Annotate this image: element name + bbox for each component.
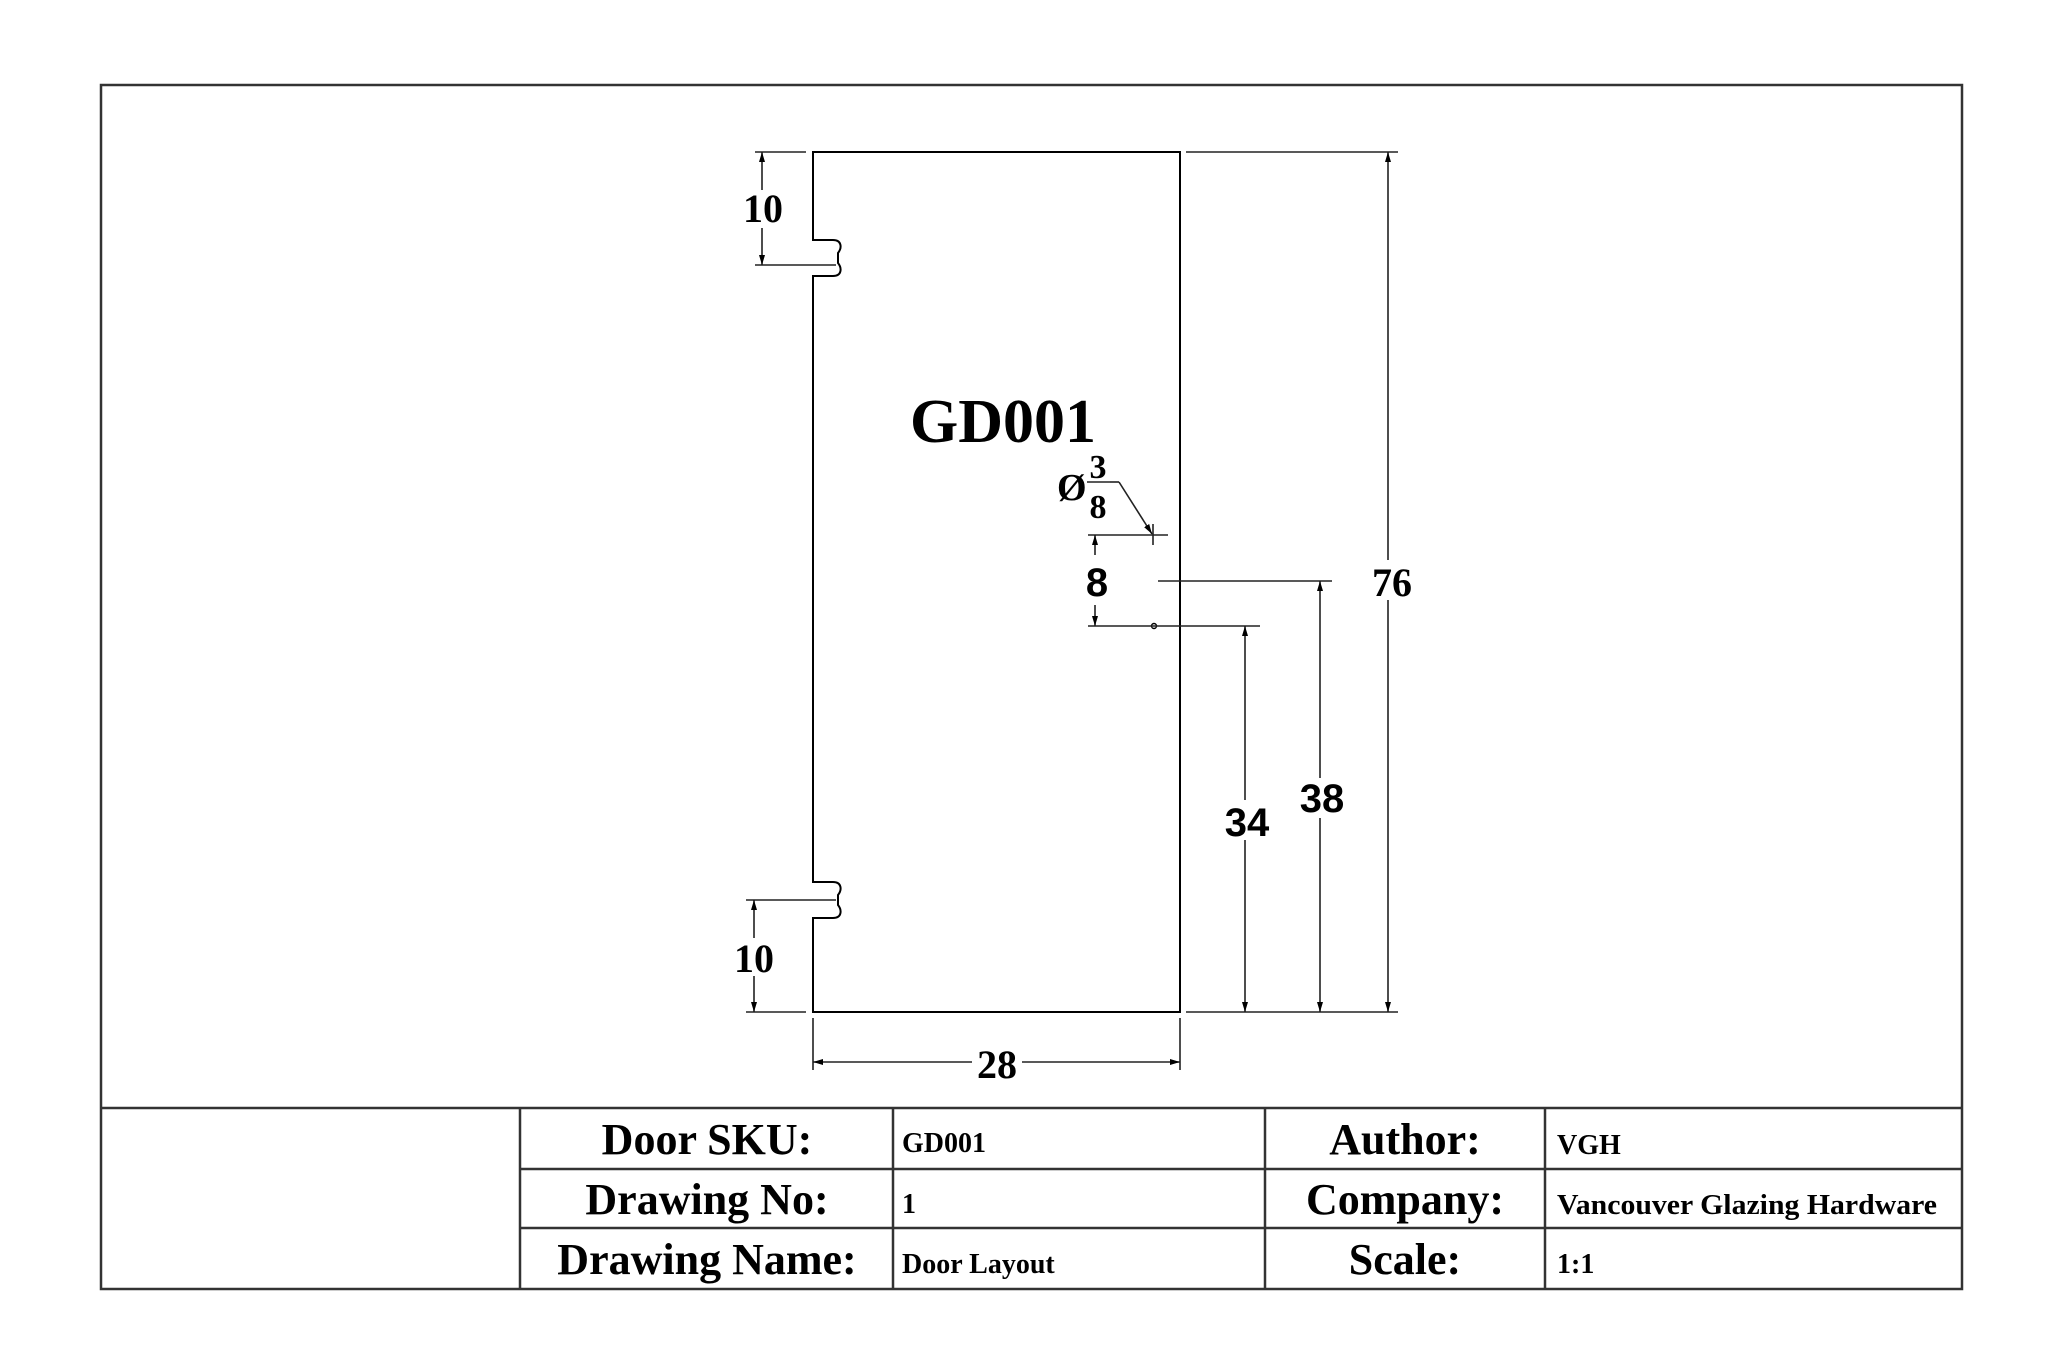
title-value-door-sku: GD001	[902, 1128, 986, 1159]
hole-denominator: 8	[1090, 489, 1107, 526]
door-outline	[812, 151, 1181, 1013]
dim-label-height: 76	[1372, 560, 1412, 605]
dimension-top-hinge: 10	[743, 151, 836, 266]
title-value-drawing-name: Door Layout	[902, 1249, 1055, 1280]
title-label-company: Company:	[1306, 1175, 1504, 1224]
dim-label-bottom-hinge: 10	[734, 936, 774, 981]
sheet-border	[99, 83, 1964, 1291]
title-label-door-sku: Door SKU:	[602, 1115, 813, 1164]
title-value-drawing-no: 1	[902, 1189, 916, 1220]
hole-callout: Ø 3 8	[1057, 449, 1153, 535]
dimension-height: 76	[1186, 151, 1412, 1013]
dim-label-upper-hole-height: 38	[1300, 777, 1345, 821]
title-label-drawing-no: Drawing No:	[585, 1175, 828, 1224]
title-label-author: Author:	[1329, 1115, 1481, 1164]
title-block: Door SKU: Drawing No: Drawing Name: GD00…	[101, 1106, 1962, 1289]
hole-numerator: 3	[1090, 449, 1107, 486]
dimension-lower-hole-height: 34	[1225, 626, 1270, 1012]
dim-label-lower-hole-height: 34	[1225, 801, 1270, 845]
title-value-scale: 1:1	[1557, 1249, 1594, 1280]
dim-label-hole-spacing: 8	[1086, 561, 1108, 605]
dimension-upper-hole-height: 38	[1300, 581, 1345, 1012]
dimension-bottom-hinge: 10	[734, 899, 836, 1013]
part-label: GD001	[910, 388, 1096, 456]
diameter-symbol: Ø	[1057, 467, 1087, 509]
dim-label-width: 28	[977, 1042, 1017, 1087]
dimension-hole-spacing: 8	[1086, 535, 1108, 626]
title-label-drawing-name: Drawing Name:	[557, 1235, 856, 1284]
hole-upper	[1088, 524, 1168, 545]
title-value-company: Vancouver Glazing Hardware	[1557, 1190, 1937, 1221]
title-label-scale: Scale:	[1349, 1235, 1461, 1284]
dimension-width: 28	[812, 1018, 1181, 1087]
dim-label-top-hinge: 10	[743, 186, 783, 231]
title-value-author: VGH	[1557, 1130, 1621, 1161]
